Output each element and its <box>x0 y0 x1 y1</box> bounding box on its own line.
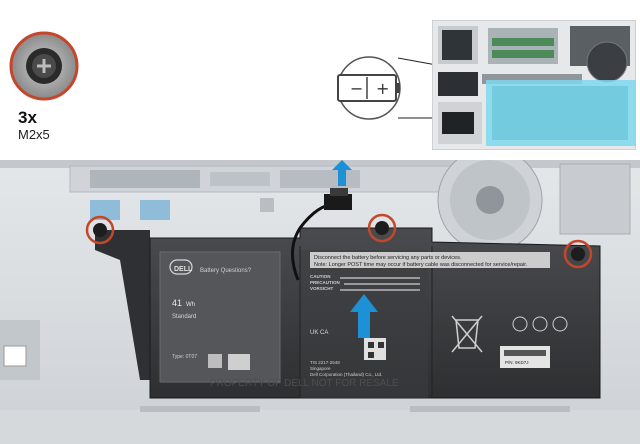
wifi-card <box>442 30 472 60</box>
battery-model: Type: 0T07 <box>172 354 197 360</box>
screw-count: 3x <box>18 108 37 127</box>
battery-bracket <box>95 230 150 380</box>
screw-callout <box>9 31 79 101</box>
tis-text: TIS 2217-2548 <box>310 360 340 365</box>
ribbon-cable <box>90 200 120 220</box>
battery-lift-arrow <box>350 294 378 338</box>
symbol-icon <box>512 316 528 332</box>
battery-cable-connector <box>324 194 352 210</box>
cert-label <box>228 354 250 370</box>
ukca-mark: UK CA <box>310 330 328 336</box>
caution-text: CAUTION <box>310 274 331 279</box>
recycle-bin-icon <box>455 319 479 349</box>
certification-mark <box>208 354 222 368</box>
screw-location-1 <box>85 215 115 245</box>
dell-logo: DELL <box>174 266 193 273</box>
battery-warning-line2: Note: Longer POST time may occur if batt… <box>314 262 528 268</box>
precaution-text: PRECAUTION <box>310 280 340 285</box>
battery-warning-line1: Disconnect the battery before servicing … <box>314 255 462 261</box>
screw-icon <box>37 59 51 73</box>
battery-symbol-callout: − + <box>337 56 401 120</box>
vorsicht-text: VORSICHT <box>310 286 334 291</box>
corp-text: Dell Corporation (Thailand) Co., Ltd. <box>310 372 382 377</box>
fan <box>586 41 628 83</box>
battery-removal-scene: DELL Battery Questions? 41 Wh Standard T… <box>0 160 640 444</box>
part-number: P/N: 9KD7J <box>505 360 529 365</box>
qr-code <box>364 338 386 360</box>
watermark: PROPERTY OF DELL NOT FOR RESALE <box>210 378 399 389</box>
memory-module <box>492 38 554 46</box>
screw-size: M2x5 <box>18 127 50 142</box>
battery-questions-text: Battery Questions? <box>200 268 252 274</box>
laptop-overview-thumbnail <box>432 20 636 150</box>
battery-warning-strip <box>310 252 550 268</box>
battery-capacity-unit: Wh <box>186 302 195 308</box>
screw-location-2 <box>367 213 397 243</box>
screw-location-3 <box>563 239 593 269</box>
battery-minus-sign: − <box>350 79 363 98</box>
battery-type-label: Standard <box>172 314 196 320</box>
origin-text: Singapore <box>310 366 331 371</box>
cable-disconnect-arrow <box>332 160 352 186</box>
battery-capacity: 41 <box>172 298 182 308</box>
battery-plus-sign: + <box>376 79 389 98</box>
